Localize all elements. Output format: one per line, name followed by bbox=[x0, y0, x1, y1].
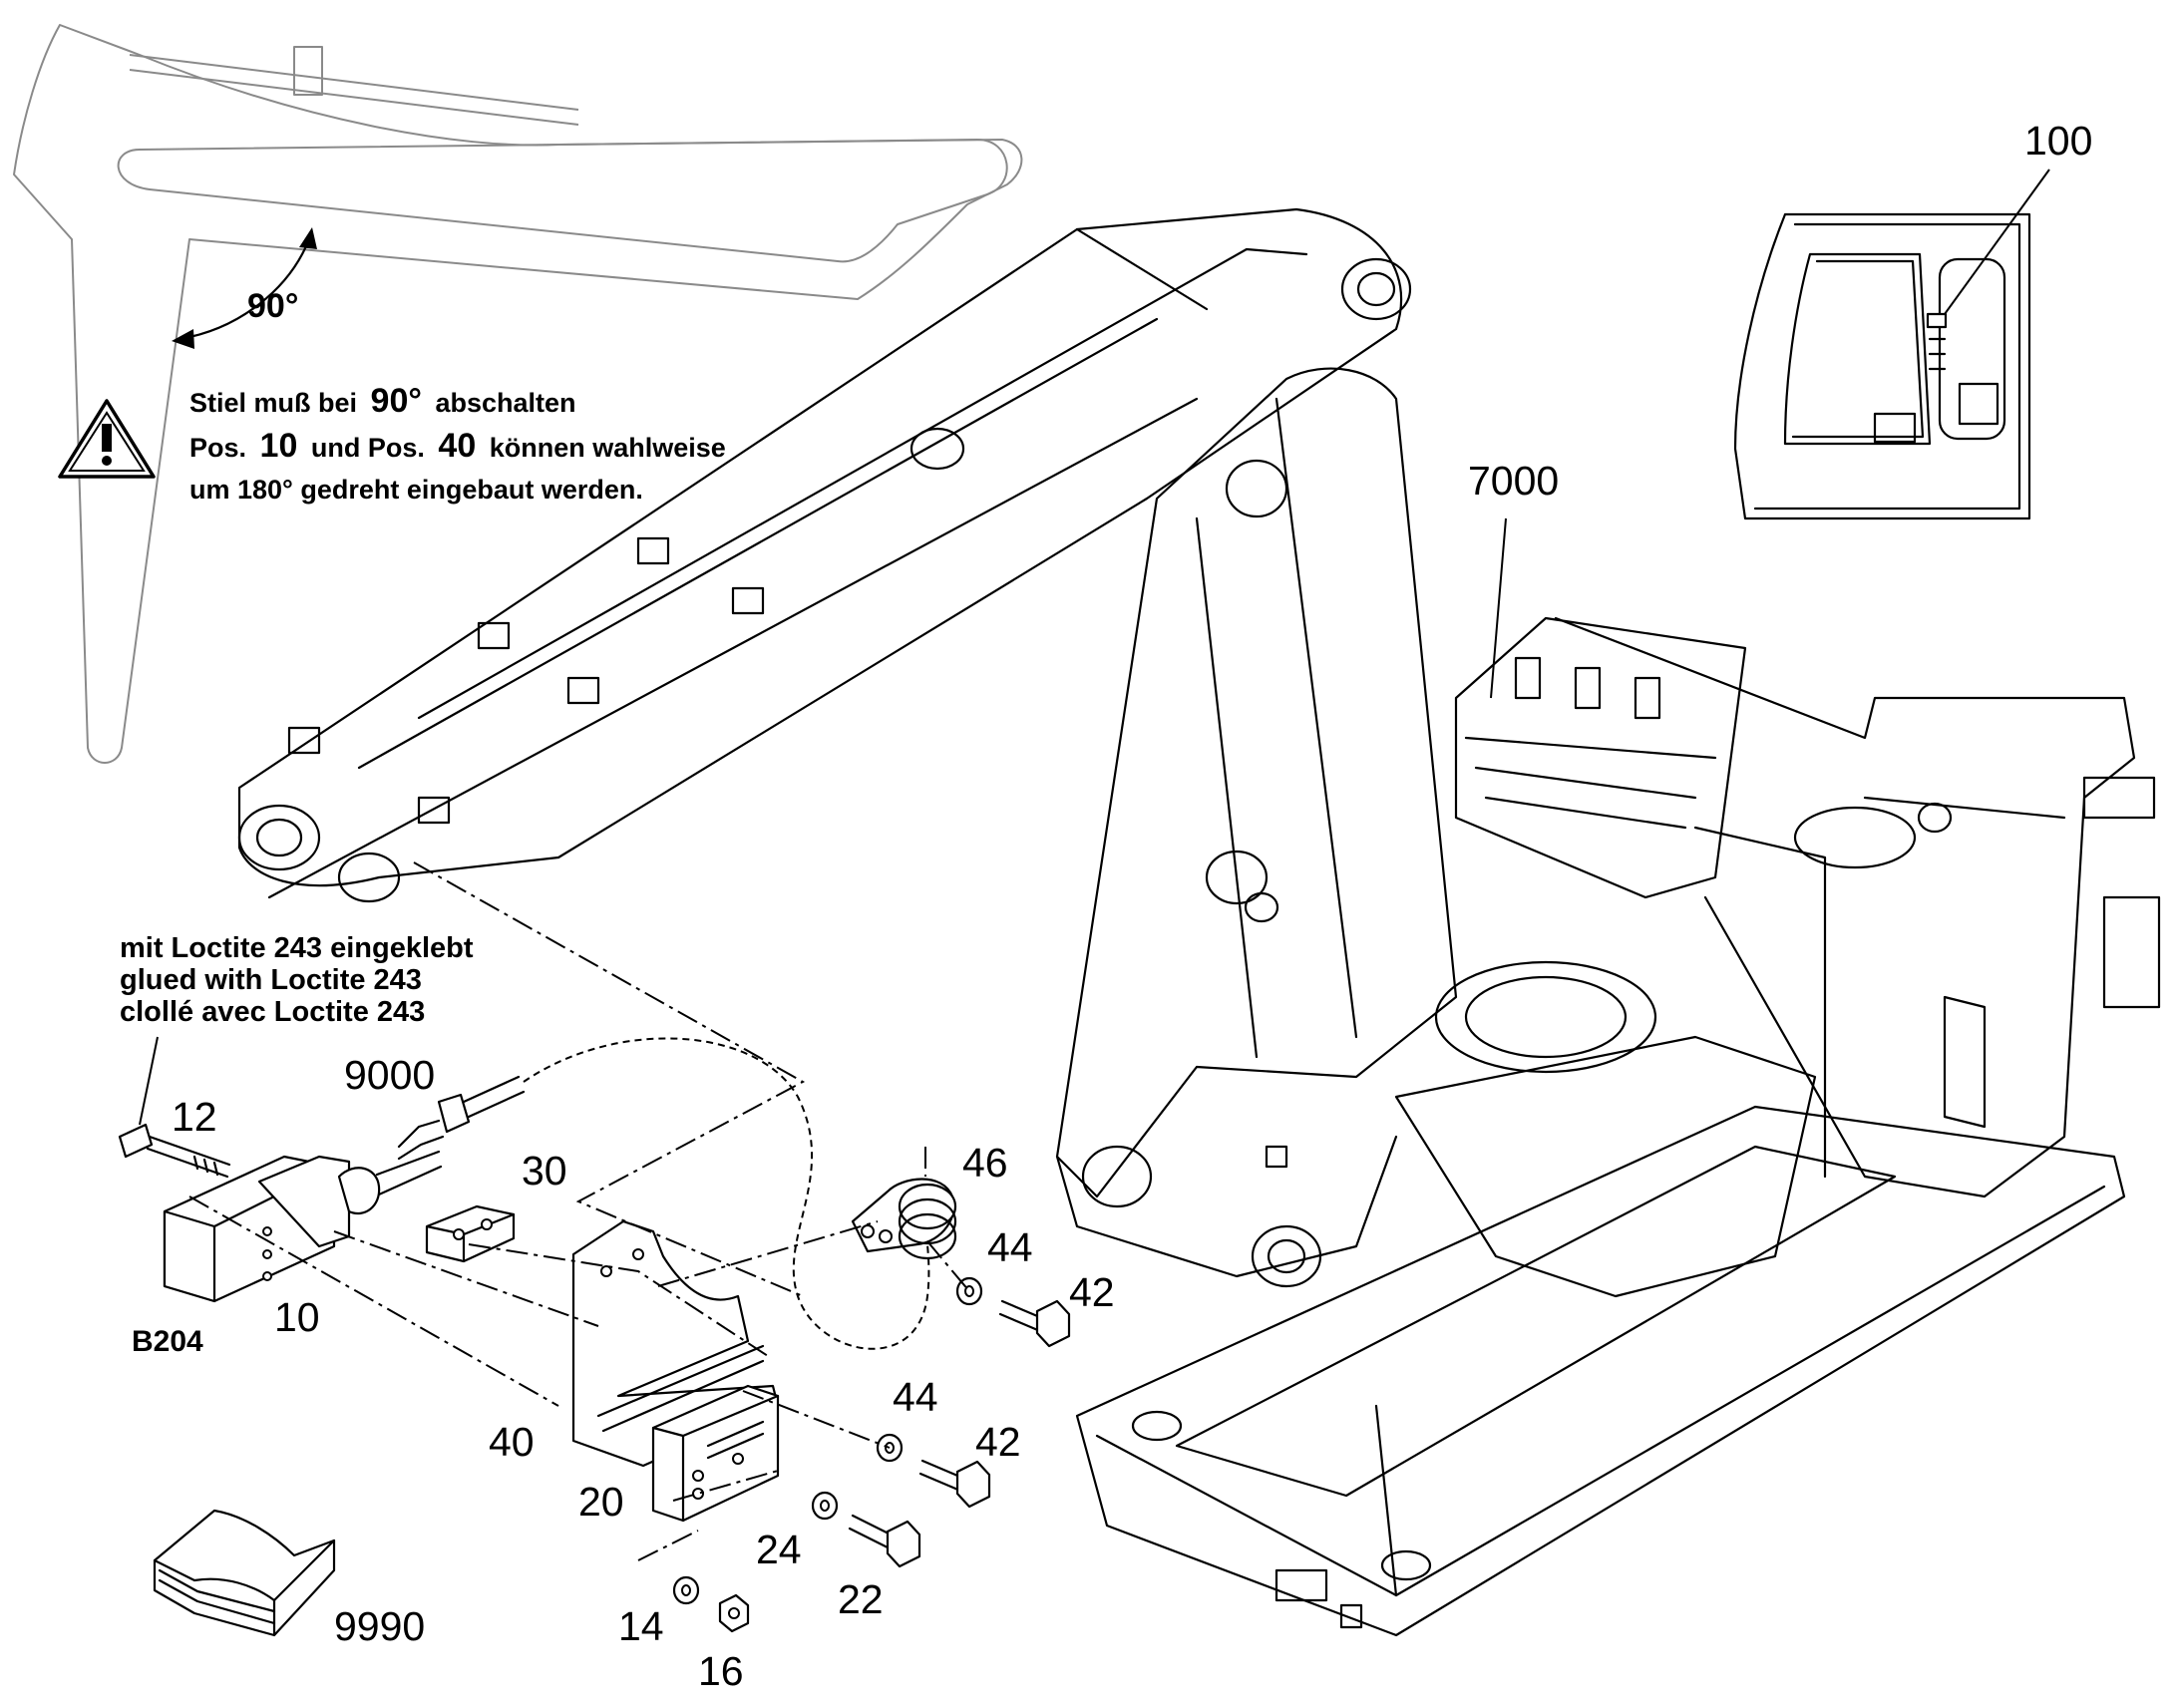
svg-text:Pos. 10 und Pos.: Pos. 10 und Pos. 40 können wahlweise bbox=[189, 427, 726, 465]
callout-42-upper: 42 bbox=[1069, 1269, 1115, 1315]
plate-20 bbox=[651, 1384, 780, 1523]
angle-arrows bbox=[172, 227, 317, 349]
warning-triangle-icon bbox=[58, 399, 156, 479]
indicator-lamp bbox=[1926, 312, 1948, 329]
callout-46: 46 bbox=[962, 1140, 1008, 1186]
assembly-lines bbox=[188, 861, 970, 1561]
loctite-note-de: mit Loctite 243 eingeklebt bbox=[120, 932, 474, 964]
control-valve-block bbox=[1454, 517, 1747, 899]
bolt-22 bbox=[848, 1514, 921, 1568]
svg-text:Stiel muß bei 90°: Stiel muß bei 90° abschalten bbox=[189, 382, 576, 420]
clip-46 bbox=[851, 1147, 957, 1260]
callout-10: 10 bbox=[274, 1294, 320, 1340]
cable-9000 bbox=[397, 1037, 930, 1350]
warning-line2-b: 40 bbox=[438, 427, 476, 465]
callout-24: 24 bbox=[756, 1527, 802, 1572]
upper-frame-and-tank bbox=[1554, 616, 2161, 1198]
warning-line2-post: können wahlweise bbox=[490, 433, 726, 463]
washer-24 bbox=[811, 1491, 839, 1521]
loctite-note-en: glued with Loctite 243 bbox=[120, 964, 422, 996]
bolt-42-lower bbox=[918, 1459, 991, 1509]
callout-16: 16 bbox=[698, 1648, 744, 1694]
excavator-boom-arm bbox=[237, 207, 1458, 1288]
warning-line2-pre: Pos. bbox=[189, 433, 246, 463]
loctite-note-fr: clollé avec Loctite 243 bbox=[120, 996, 425, 1028]
callout-7000: 7000 bbox=[1468, 458, 1559, 504]
arrow-head-icon bbox=[172, 329, 194, 349]
manual-book-icon bbox=[153, 1509, 336, 1637]
arrow-head-icon bbox=[299, 227, 317, 249]
callout-20: 20 bbox=[578, 1479, 624, 1525]
plate-30 bbox=[425, 1204, 516, 1263]
callout-42-lower: 42 bbox=[975, 1419, 1021, 1465]
sensor-code-b204: B204 bbox=[132, 1325, 203, 1358]
warning-line1-post: abschalten bbox=[435, 388, 575, 418]
angle-label: 90° bbox=[247, 287, 298, 325]
washer-14 bbox=[672, 1575, 700, 1605]
warning-line1-val: 90° bbox=[371, 382, 422, 420]
warning-line3: um 180° gedreht eingebaut werden. bbox=[189, 475, 643, 505]
callout-9990: 9990 bbox=[334, 1603, 425, 1649]
warning-line2-a: 10 bbox=[260, 427, 298, 465]
warning-line1-pre: Stiel muß bei bbox=[189, 388, 357, 418]
bolt-42-upper bbox=[998, 1299, 1071, 1348]
callout-22: 22 bbox=[838, 1576, 884, 1622]
warning-line2-mid: und Pos. bbox=[311, 433, 425, 463]
callout-44-lower: 44 bbox=[893, 1374, 938, 1420]
nut-16 bbox=[718, 1593, 750, 1633]
callout-9000: 9000 bbox=[344, 1052, 435, 1098]
callout-12: 12 bbox=[172, 1094, 217, 1140]
screw-12 bbox=[118, 1036, 231, 1179]
callout-30: 30 bbox=[522, 1148, 567, 1194]
callout-44-upper: 44 bbox=[987, 1224, 1033, 1270]
undercarriage-frame bbox=[1075, 960, 2126, 1637]
callout-100: 100 bbox=[2024, 118, 2092, 164]
warning-note: Stiel muß bei 90° abschalten Pos. 10 und… bbox=[189, 382, 726, 505]
limit-switch-b204 bbox=[163, 1150, 443, 1303]
arm-90-degree-sketch bbox=[13, 24, 1023, 764]
cab-panel bbox=[1733, 169, 2050, 520]
callout-14: 14 bbox=[618, 1603, 664, 1649]
callout-40: 40 bbox=[489, 1419, 535, 1465]
